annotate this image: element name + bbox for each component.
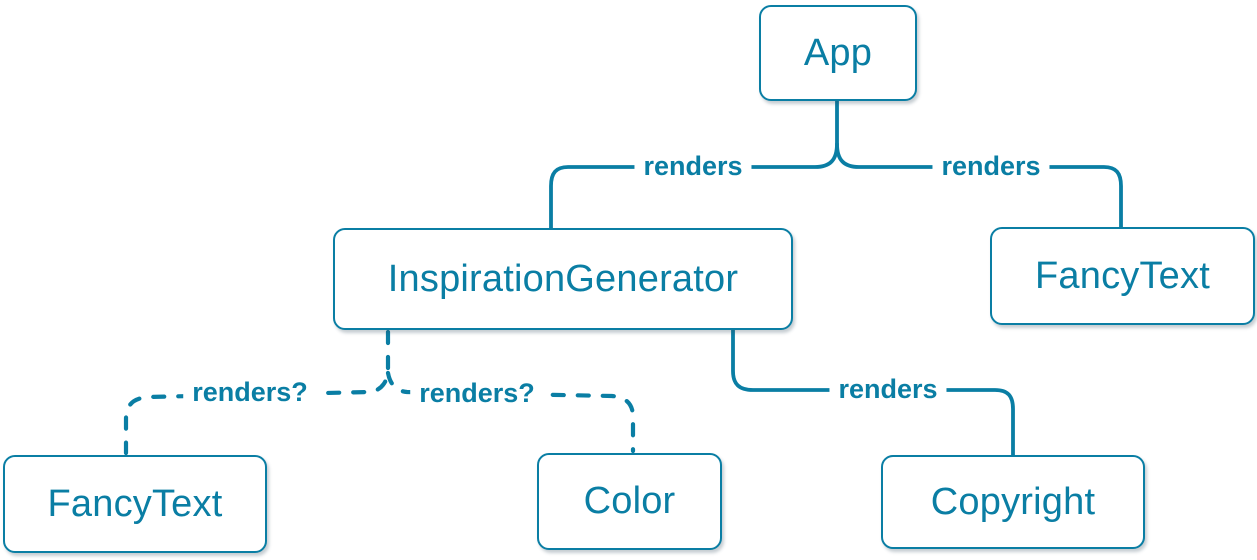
node-app: App <box>759 5 917 101</box>
edge-label-renders-copyright: renders <box>829 374 947 405</box>
node-color: Color <box>537 453 722 550</box>
node-fancy-text-bottom: FancyText <box>3 455 267 553</box>
edge-label-renders-question-fancytext: renders? <box>183 377 317 408</box>
node-fancy-text-top: FancyText <box>990 227 1255 325</box>
node-fancy-text-top-label: FancyText <box>1035 254 1210 297</box>
edge-label-renders-app-inspirationgenerator: renders <box>634 151 752 182</box>
node-app-label: App <box>803 31 873 74</box>
node-fancy-text-bottom-label: FancyText <box>47 482 223 525</box>
node-color-label: Color <box>583 480 676 522</box>
node-copyright-label: Copyright <box>930 480 1096 523</box>
edge-label-renders-app-fancytext: renders <box>932 151 1050 182</box>
edge-label-renders-question-color: renders? <box>410 378 544 409</box>
node-copyright: Copyright <box>881 455 1145 549</box>
node-inspiration-generator-label: InspirationGenerator <box>387 257 739 300</box>
node-inspiration-generator: InspirationGenerator <box>333 228 793 330</box>
